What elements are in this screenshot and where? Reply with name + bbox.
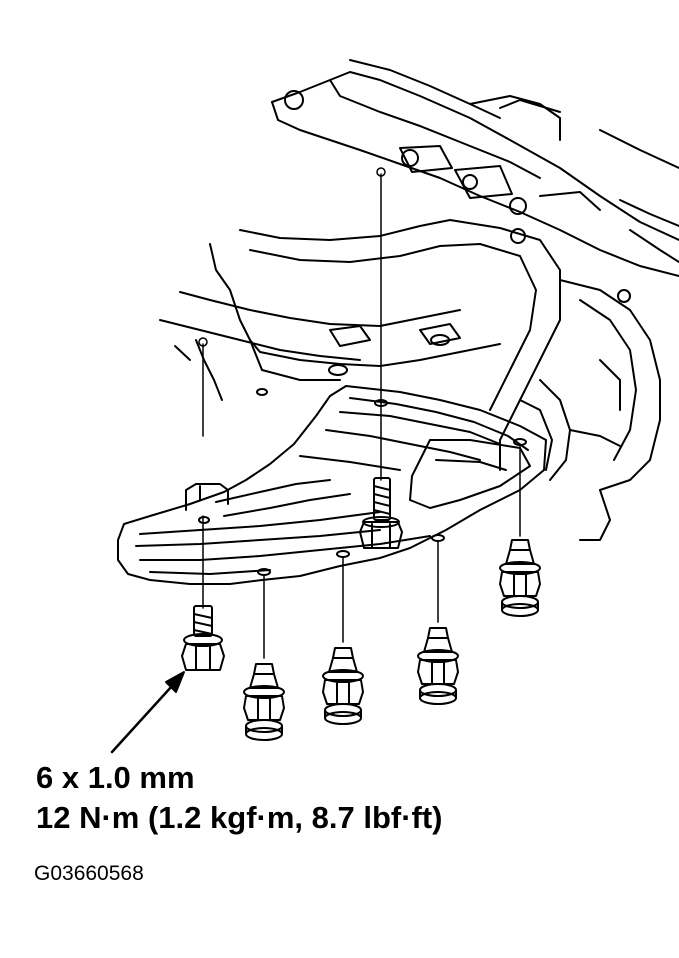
flange-bolt bbox=[359, 477, 403, 549]
callout-arrow bbox=[110, 671, 185, 754]
torque-spec-label: 12 N·m (1.2 kgf·m, 8.7 lbf·ft) bbox=[36, 800, 443, 835]
installation-guide-lines bbox=[198, 167, 521, 659]
flange-nut bbox=[243, 539, 541, 741]
flange-bolt-left bbox=[181, 605, 225, 671]
vehicle-frame bbox=[159, 59, 679, 541]
figure-code: G03660568 bbox=[34, 862, 144, 885]
under-cover-diagram bbox=[110, 59, 679, 754]
under-cover-plate bbox=[117, 385, 547, 585]
bolt-size-label: 6 x 1.0 mm bbox=[36, 760, 195, 795]
